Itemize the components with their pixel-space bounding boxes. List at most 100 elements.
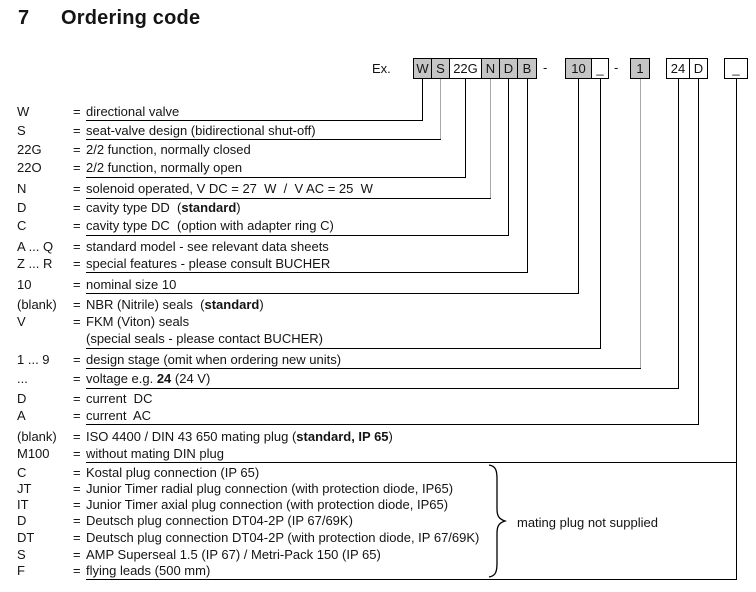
equals-sign: = (73, 314, 81, 329)
description-segment: Junior Timer radial plug connection (wit… (86, 481, 454, 496)
legend-row-description: 2/2 function, normally closed (86, 143, 251, 157)
legend-row-description: (special seals - please contact BUCHER) (86, 332, 323, 346)
connector-hline (86, 368, 641, 369)
equals-sign: = (73, 497, 81, 512)
description-segment: nominal size 10 (86, 277, 177, 292)
legend-row-description: without mating DIN plug (86, 447, 224, 461)
legend-row-description: nominal size 10 (86, 278, 176, 292)
description-segment: (24 V) (171, 371, 211, 386)
connector-vline (490, 79, 491, 199)
connector-hline (86, 579, 737, 580)
description-segment: Deutsch plug connection DT04-2P (IP 67/6… (86, 513, 353, 528)
legend-row-code: S (17, 123, 26, 138)
connector-vline (578, 79, 579, 294)
connector-vline (640, 79, 641, 369)
connector-vline (527, 79, 528, 273)
description-segment: 2/2 function, normally closed (86, 142, 251, 157)
description-segment: AMP Superseal 1.5 (IP 67) / Metri-Pack 1… (86, 547, 381, 562)
description-segment: ) (388, 429, 393, 444)
legend-row-code: IT (17, 497, 29, 512)
code-box: 10 (565, 58, 592, 79)
description-segment: Kostal plug connection (IP 65) (86, 465, 260, 480)
legend-row-code: D (17, 391, 27, 406)
example-label: Ex. (372, 61, 391, 76)
description-segment: solenoid operated, V DC = 27 W / V AC = … (86, 181, 373, 196)
legend-row-description: Deutsch plug connection DT04-2P (with pr… (86, 531, 479, 545)
equals-sign: = (73, 142, 81, 157)
legend-row-code: ... (17, 371, 28, 386)
code-box: N (481, 58, 500, 79)
legend-row-description: directional valve (86, 105, 179, 119)
legend-row-code: A (17, 408, 26, 423)
mating-plug-note: mating plug not supplied (517, 515, 658, 530)
description-segment: 24 (156, 371, 172, 386)
connector-hline (86, 235, 509, 236)
code-box: 1 (630, 58, 650, 79)
legend-row-description: ISO 4400 / DIN 43 650 mating plug (stand… (86, 430, 393, 444)
code-box: D (689, 58, 708, 79)
connector-hline (86, 139, 441, 140)
description-segment: 2/2 function, normally open (86, 160, 243, 175)
legend-row-code: 22G (17, 142, 42, 157)
legend-row-code: 22O (17, 160, 42, 175)
legend-row-description: NBR (Nitrile) seals (standard) (86, 298, 264, 312)
legend-row-description: Deutsch plug connection DT04-2P (IP 67/6… (86, 514, 353, 528)
code-separator: - (543, 60, 548, 75)
equals-sign: = (73, 297, 81, 312)
section-number: 7 (18, 7, 30, 29)
legend-row-description: special features - please consult BUCHER (86, 257, 330, 271)
connector-hline (86, 120, 423, 121)
connector-vline (465, 79, 466, 178)
connector-hline (86, 272, 528, 273)
legend-row-code: JT (17, 481, 32, 496)
equals-sign: = (73, 465, 81, 480)
description-segment: flying leads (500 mm) (86, 563, 211, 578)
legend-row-description: 2/2 function, normally open (86, 161, 242, 175)
legend-row-code: V (17, 314, 26, 329)
legend-row-code: (blank) (17, 429, 57, 444)
connector-vline (600, 79, 601, 349)
code-box: S (431, 58, 450, 79)
legend-row-description: current AC (86, 409, 151, 423)
equals-sign: = (73, 200, 81, 215)
equals-sign: = (73, 218, 81, 233)
equals-sign: = (73, 104, 81, 119)
legend-row-description: seat-valve design (bidirectional shut-of… (86, 124, 316, 138)
description-segment: standard model - see relevant data sheet… (86, 239, 329, 254)
equals-sign: = (73, 446, 81, 461)
description-segment: ) (236, 200, 241, 215)
equals-sign: = (73, 408, 81, 423)
connector-vline (440, 79, 441, 140)
connector-vline (736, 79, 737, 580)
legend-row-description: current DC (86, 392, 152, 406)
equals-sign: = (73, 481, 81, 496)
legend-row-code: S (17, 547, 26, 562)
legend-row-code: C (17, 465, 27, 480)
description-segment: Deutsch plug connection DT04-2P (with pr… (86, 530, 480, 545)
description-segment: Junior Timer axial plug connection (with… (86, 497, 449, 512)
connector-hline (86, 388, 679, 389)
description-segment: seat-valve design (bidirectional shut-of… (86, 123, 316, 138)
connector-hline (86, 348, 601, 349)
equals-sign: = (73, 547, 81, 562)
legend-row-code: D (17, 513, 27, 528)
equals-sign: = (73, 160, 81, 175)
legend-row-description: Kostal plug connection (IP 65) (86, 466, 259, 480)
connector-hline (86, 462, 737, 463)
description-segment: standard (204, 297, 260, 312)
legend-row-code: W (17, 104, 30, 119)
legend-row-code: A ... Q (17, 239, 54, 254)
legend-row-description: cavity type DC (option with adapter ring… (86, 219, 334, 233)
description-segment: standard, IP 65 (296, 429, 389, 444)
code-separator: - (614, 60, 619, 75)
code-box: W (413, 58, 432, 79)
connector-vline (422, 79, 423, 121)
legend-row-description: standard model - see relevant data sheet… (86, 240, 329, 254)
legend-row-description: Junior Timer radial plug connection (wit… (86, 482, 453, 496)
page-title: Ordering code (61, 7, 201, 29)
connector-hline (86, 198, 491, 199)
connector-hline (86, 293, 579, 294)
group-brace-icon (488, 464, 508, 578)
code-box: 22G (449, 58, 482, 79)
